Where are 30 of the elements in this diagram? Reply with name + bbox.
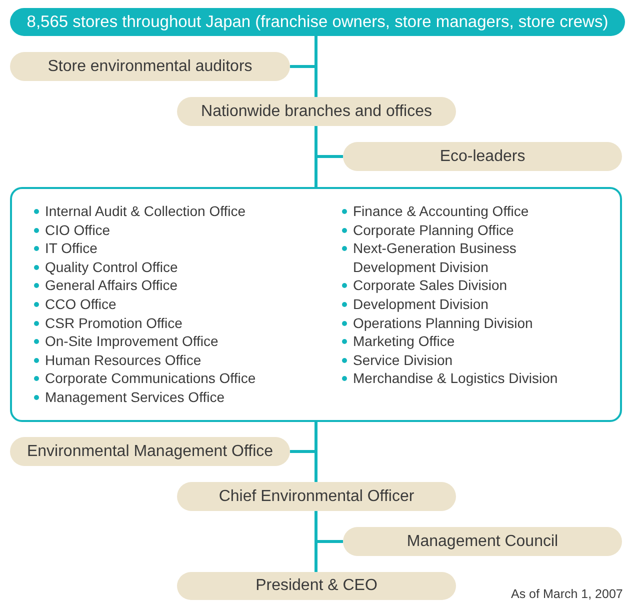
- list-item: Marketing Office: [342, 332, 593, 351]
- list-item: Operations Planning Division: [342, 314, 593, 332]
- list-item: Development Division: [342, 294, 593, 314]
- role-pill: Environmental Management Office: [10, 437, 290, 466]
- list-item: Management Services Office: [34, 388, 342, 407]
- date-note: As of March 1, 2007: [511, 586, 623, 601]
- list-item: Quality Control Office: [34, 258, 342, 276]
- role-pill: Chief Environmental Officer: [177, 482, 456, 511]
- list-item: Merchandise & Logistics Division: [342, 369, 593, 388]
- role-pill: Management Council: [343, 527, 622, 556]
- list-item: Corporate Sales Division: [342, 276, 593, 295]
- list-item: Finance & Accounting Office: [342, 202, 593, 221]
- list-item: General Affairs Office: [34, 276, 342, 295]
- list-item: CIO Office: [34, 220, 342, 240]
- list-item: CSR Promotion Office: [34, 314, 342, 332]
- office-list-box: [10, 187, 622, 422]
- role-pill: Eco-leaders: [343, 142, 622, 171]
- role-pill: President & CEO: [177, 572, 456, 600]
- role-pill: Nationwide branches and offices: [177, 97, 456, 126]
- list-item: Human Resources Office: [34, 350, 342, 370]
- role-pill: Store environmental auditors: [10, 52, 290, 81]
- list-item: Next-Generation Business Development Division: [342, 239, 593, 276]
- list-item: IT Office: [34, 239, 342, 258]
- list-item: Internal Audit & Collection Office: [34, 202, 342, 221]
- list-item: On-Site Improvement Office: [34, 332, 342, 351]
- list-item: Service Division: [342, 350, 593, 370]
- list-item: CCO Office: [34, 294, 342, 314]
- list-item: Corporate Planning Office: [342, 220, 593, 240]
- list-item: Corporate Communications Office: [34, 369, 342, 388]
- header-bar: 8,565 stores throughout Japan (franchise owners, store managers, store crews): [10, 8, 625, 36]
